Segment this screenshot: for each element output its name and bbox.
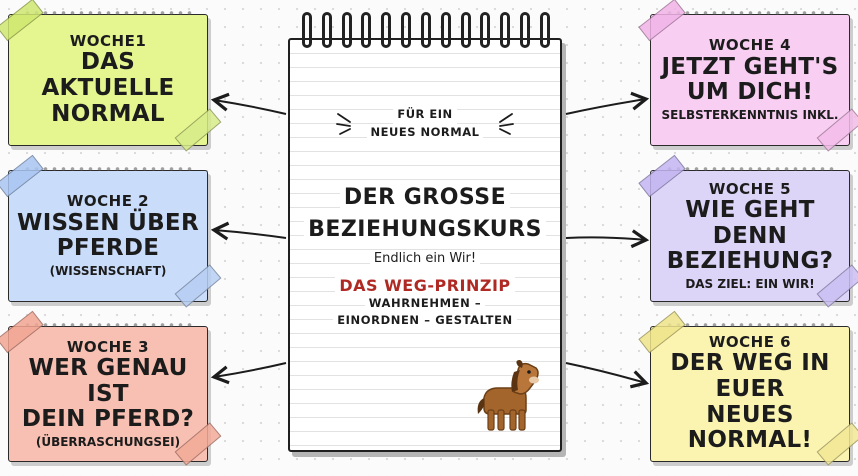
- week-subtitle: (WISSENSCHAFT): [49, 264, 167, 279]
- week-heading-line: DER WEG IN EUER: [670, 350, 830, 402]
- week-heading-line: NORMAL: [51, 100, 165, 127]
- card-spiral-binding: [665, 7, 835, 19]
- week-4-card: WOCHE 4 JETZT GEHT'S UM DICH! SELBSTERKE…: [638, 0, 858, 152]
- week-heading-line: JETZT GEHT'S: [661, 53, 839, 80]
- week-label: WOCHE 4: [708, 36, 792, 55]
- week-heading-line: WISSEN ÜBER: [17, 209, 199, 236]
- sparkle-left-icon: [336, 113, 351, 135]
- week-6-card: WOCHE 6 DER WEG IN EUER NEUES NORMAL!: [638, 310, 858, 466]
- week-label: WOCHE 3: [66, 337, 150, 356]
- week-label: WOCHE1: [69, 31, 147, 50]
- week-label: WOCHE 6: [708, 332, 792, 351]
- week-label: WOCHE 2: [66, 192, 150, 211]
- week-5-card: WOCHE 5 WIE GEHT DENN BEZIEHUNG? DAS ZIE…: [638, 154, 858, 308]
- horse-icon: [477, 360, 539, 431]
- notebook-principle: DAS WEG-PRINZIP: [335, 276, 515, 296]
- arrow-to-week-2: [210, 221, 287, 241]
- week-label: WOCHE 5: [708, 179, 792, 198]
- notebook-steps: EINORDNEN – GESTALTEN: [333, 311, 517, 328]
- notebook-pretitle: NEUES NORMAL: [366, 123, 484, 142]
- arrow-to-week-1: [210, 92, 287, 115]
- week-heading-line: DEIN PFERD?: [21, 406, 195, 433]
- card-spiral-binding: [665, 319, 835, 331]
- week-heading-line: UM DICH!: [686, 79, 814, 106]
- week-heading-line: NEUES NORMAL!: [687, 401, 813, 454]
- notebook-title: DER GROSSE: [339, 181, 511, 214]
- week-3-card: WOCHE 3 WER GENAU IST DEIN PFERD? (ÜBERR…: [0, 310, 222, 466]
- course-notebook: FÜR EIN NEUES NORMAL DER GROSSE BEZIEHUN…: [288, 38, 562, 452]
- notebook-spiral-binding: [296, 12, 556, 54]
- week-heading-line: PFERDE: [56, 235, 160, 262]
- card-spiral-binding: [665, 163, 835, 175]
- week-2-card: WOCHE 2 WISSEN ÜBER PFERDE (WISSENSCHAFT…: [0, 154, 222, 308]
- week-1-card: WOCHE1 DAS AKTUELLE NORMAL: [0, 0, 222, 152]
- arrow-to-week-4: [565, 91, 650, 115]
- notebook-title: BEZIEHUNGSKURS: [304, 213, 546, 246]
- card-spiral-binding: [23, 163, 193, 175]
- notebook-steps: WAHRNEHMEN –: [364, 295, 486, 312]
- notebook-pretitle: FÜR EIN: [393, 106, 457, 124]
- card-spiral-binding: [23, 319, 193, 331]
- week-heading-line: DAS AKTUELLE: [41, 49, 175, 101]
- arrow-to-week-5: [565, 229, 650, 249]
- card-spiral-binding: [23, 7, 193, 19]
- week-heading-line: WIE GEHT DENN: [685, 196, 815, 249]
- arrow-to-week-3: [210, 362, 287, 385]
- arrow-to-week-6: [565, 362, 650, 389]
- notebook-tagline: Endlich ein Wir!: [369, 251, 481, 267]
- sparkle-right-icon: [499, 113, 514, 135]
- week-subtitle: DAS ZIEL: EIN WIR!: [685, 277, 815, 292]
- week-subtitle: (ÜBERRASCHUNGSEI): [35, 435, 181, 450]
- week-heading-line: WER GENAU IST: [28, 354, 188, 407]
- week-heading-line: BEZIEHUNG?: [666, 248, 834, 275]
- week-subtitle: SELBSTERKENNTNIS INKL.: [661, 108, 839, 123]
